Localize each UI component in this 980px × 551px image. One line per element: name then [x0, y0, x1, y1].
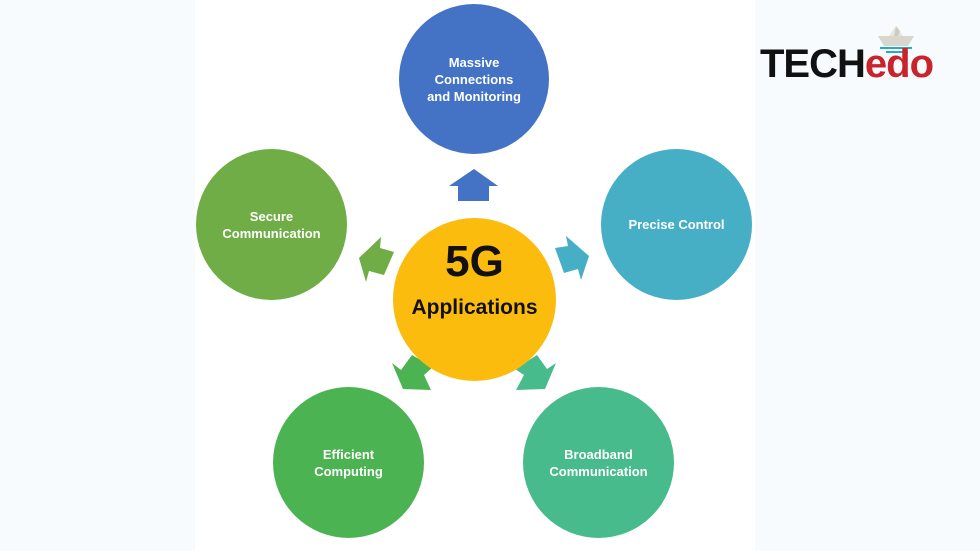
- node-label: Broadband Communication: [549, 446, 648, 479]
- techedo-logo: TECHedo: [760, 26, 960, 86]
- node-efficient-computing: Efficient Computing: [273, 387, 424, 538]
- node-label: Efficient Computing: [314, 446, 383, 479]
- paper-boat-icon: [878, 26, 914, 53]
- logo-text: TECHedo: [760, 42, 934, 86]
- node-massive-connections: Massive Connections and Monitoring: [399, 4, 549, 154]
- center-title: 5G: [445, 237, 504, 286]
- node-secure-communication: Secure Communication: [196, 149, 347, 300]
- node-label: Secure Communication: [222, 208, 321, 241]
- center-node-5g-applications: 5G Applications: [393, 218, 556, 381]
- center-subtitle: Applications: [411, 296, 538, 319]
- node-broadband-communication: Broadband Communication: [523, 387, 674, 538]
- node-label: Massive Connections and Monitoring: [427, 54, 521, 104]
- logo-text-tech: TECH: [760, 42, 866, 86]
- logo-text-edo: edo: [864, 42, 934, 86]
- node-label: Precise Control: [628, 217, 725, 232]
- node-precise-control: Precise Control: [601, 149, 752, 300]
